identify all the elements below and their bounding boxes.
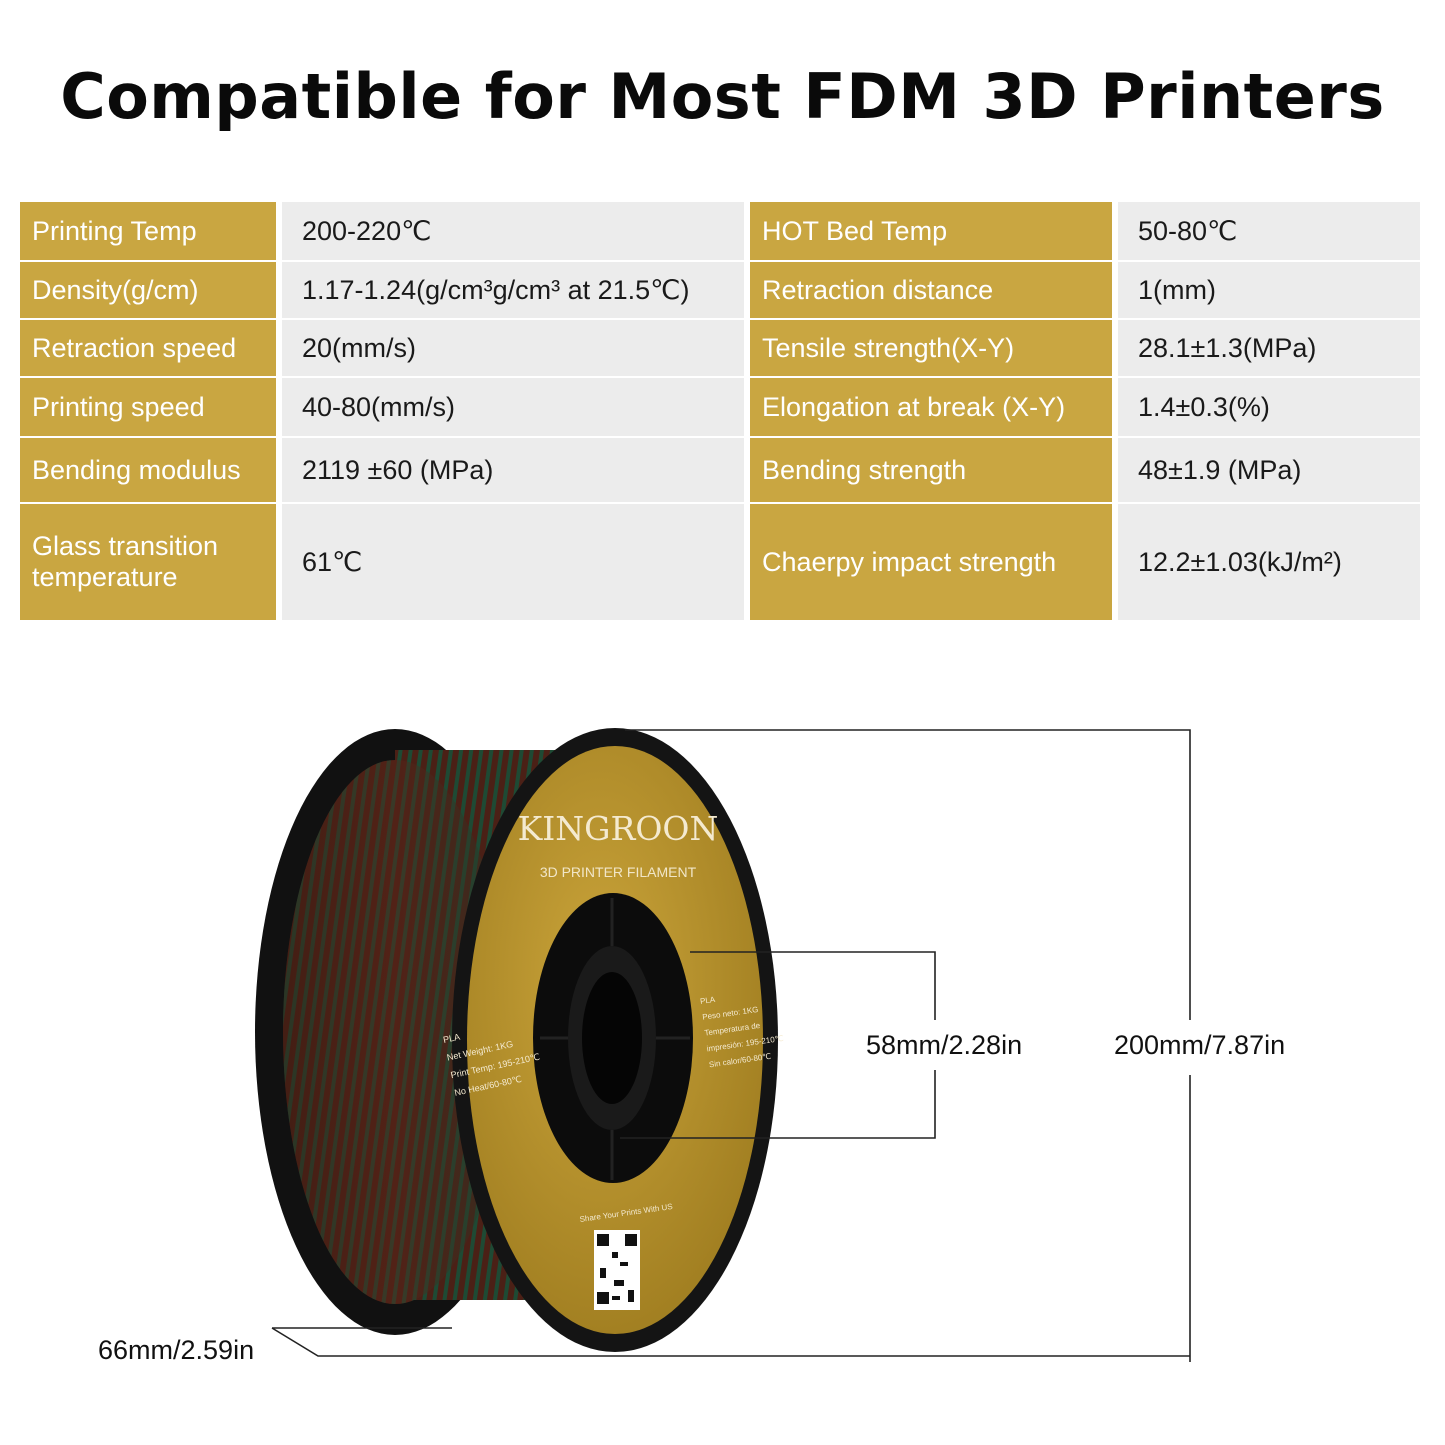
spec-value: 50-80℃ (1118, 202, 1420, 262)
spec-value: 28.1±1.3(MPa) (1118, 320, 1420, 378)
spec-label: Chaerpy impact strength (750, 504, 1118, 622)
spec-value: 200-220℃ (282, 202, 750, 262)
spec-value: 61℃ (282, 504, 750, 622)
spec-label: Bending modulus (20, 438, 282, 504)
spec-label: HOT Bed Temp (750, 202, 1118, 262)
spool-label-line: PLA (442, 1032, 461, 1045)
spec-label: Bending strength (750, 438, 1118, 504)
spec-row: Bending modulus 2119 ±60 (MPa) Bending s… (20, 438, 1420, 504)
spec-row: Glass transition temperature 61℃ Chaerpy… (20, 504, 1420, 622)
spec-label: Printing speed (20, 378, 282, 438)
spec-label: Tensile strength(X-Y) (750, 320, 1118, 378)
dimension-lines (271, 729, 1191, 1362)
spec-row: Density(g/cm) 1.17-1.24(g/cm³g/cm³ at 21… (20, 262, 1420, 320)
spec-row: Retraction speed 20(mm/s) Tensile streng… (20, 320, 1420, 378)
spec-value: 40-80(mm/s) (282, 378, 750, 438)
outer-diameter-label: 200mm/7.87in (1110, 1030, 1290, 1061)
spec-row: Printing Temp 200-220℃ HOT Bed Temp 50-8… (20, 202, 1420, 262)
spec-value: 12.2±1.03(kJ/m²) (1118, 504, 1420, 622)
spool-brand: KINGROON (518, 809, 719, 848)
spec-value: 1.4±0.3(%) (1118, 378, 1420, 438)
spec-label: Density(g/cm) (20, 262, 282, 320)
spec-row: Printing speed 40-80(mm/s) Elongation at… (20, 378, 1420, 438)
qr-code-icon (594, 1230, 640, 1310)
spool-subtitle: 3D PRINTER FILAMENT (540, 864, 697, 880)
spec-value: 1.17-1.24(g/cm³g/cm³ at 21.5℃) (282, 262, 750, 320)
spec-value: 1(mm) (1118, 262, 1420, 320)
spec-label: Printing Temp (20, 202, 282, 262)
spec-label: Retraction distance (750, 262, 1118, 320)
spec-table: Printing Temp 200-220℃ HOT Bed Temp 50-8… (20, 202, 1420, 622)
inner-diameter-label: 58mm/2.28in (862, 1030, 1027, 1061)
spec-label: Glass transition temperature (20, 504, 282, 622)
spool-illustration: KINGROON 3D PRINTER FILAMENT PLA Net Wei… (255, 728, 1191, 1362)
spec-value: 48±1.9 (MPa) (1118, 438, 1420, 504)
spool-label-line: PLA (700, 995, 717, 1006)
page-title: Compatible for Most FDM 3D Printers (60, 60, 1385, 133)
spec-label: Retraction speed (20, 320, 282, 378)
spec-value: 20(mm/s) (282, 320, 750, 378)
spec-label: Elongation at break (X-Y) (750, 378, 1118, 438)
width-label: 66mm/2.59in (94, 1335, 259, 1366)
spec-value: 2119 ±60 (MPa) (282, 438, 750, 504)
